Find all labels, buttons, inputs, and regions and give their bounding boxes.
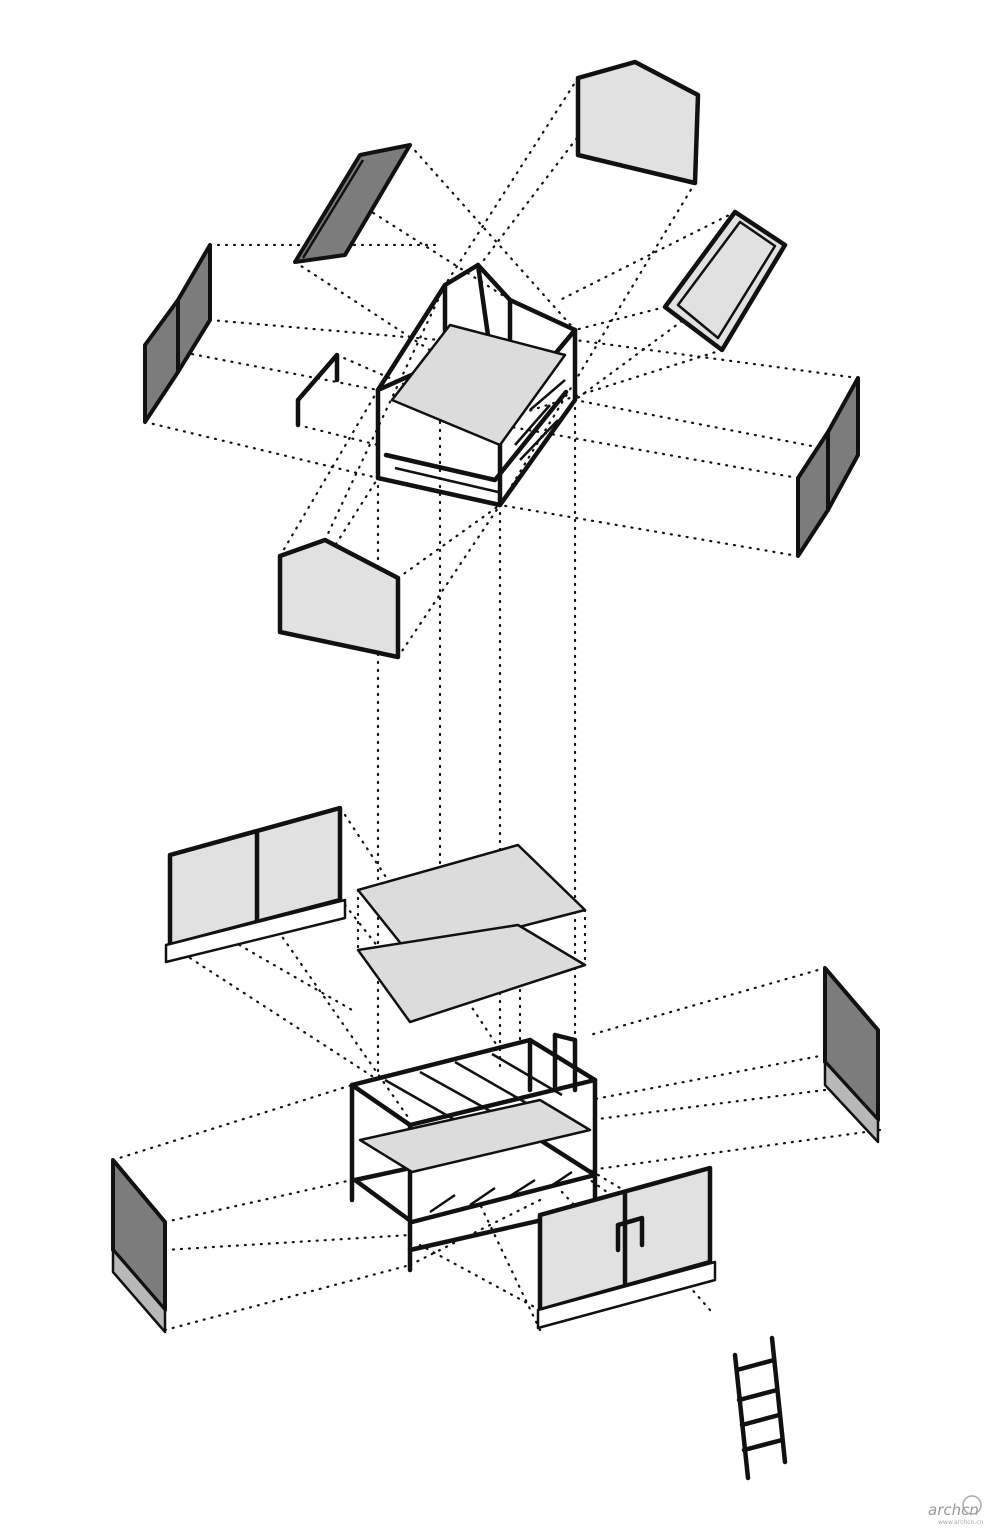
vertical-alignment-lines [376,388,577,1082]
wall-panel-back-left [164,805,347,964]
house-bed-frame [375,262,578,508]
watermark-subtext: www.archcn.cn [938,1519,983,1526]
bunk-bed-frame [349,1032,598,1273]
watermark-text: archcn [928,1501,979,1519]
roof-panel-left [293,143,412,264]
ladder [732,1335,788,1481]
side-wall-right-upper [796,376,860,558]
rail-piece-lower [615,1215,645,1253]
rail-piece-upper [295,352,340,428]
wall-panel-front-right [536,1165,717,1330]
roof-panel-right [662,209,788,353]
watermark-logo: archcn www.archcn.cn [928,1495,983,1526]
gable-panel-top-right [575,59,701,186]
wall-panel-back-right [823,966,880,1144]
wall-panel-front-left [111,1158,167,1334]
mattress-board-upper [356,843,587,957]
mattress-board-lower [356,923,587,1024]
side-wall-left-upper [143,243,212,424]
gable-panel-lower-left [277,537,401,660]
